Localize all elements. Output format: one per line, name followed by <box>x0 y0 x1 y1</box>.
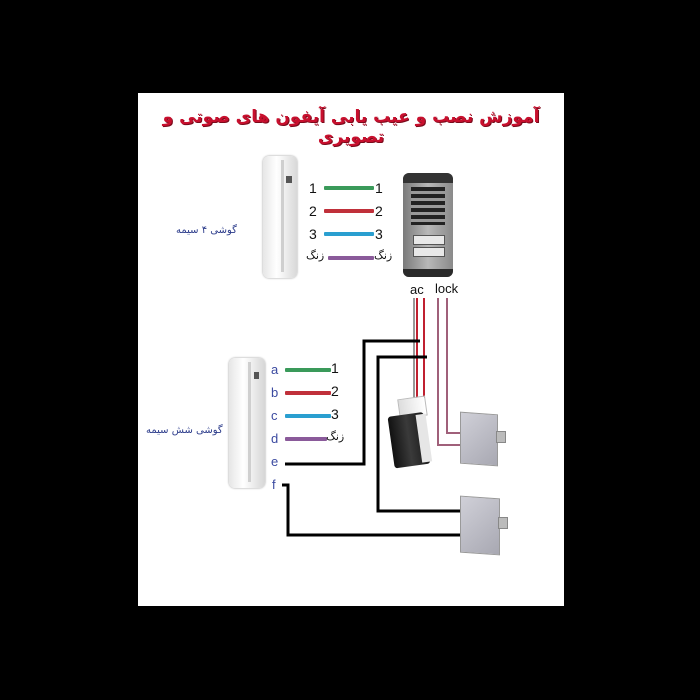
bottom-right-terminal-3: 3 <box>331 406 339 422</box>
lock-terminal-label: lock <box>435 281 459 296</box>
six-wire-handset <box>229 358 265 488</box>
top-right-terminal-ring: زنگ <box>374 249 393 262</box>
diagram-canvas: آموزش نصب و عیب یابی آیفون های صوتی و تص… <box>138 93 564 606</box>
ac-terminal-label: ac <box>410 282 424 297</box>
wire-ring-purple <box>328 256 374 260</box>
terminal-a: a <box>271 362 279 377</box>
wiring-lines <box>282 298 460 537</box>
wire-b-red <box>285 391 331 395</box>
top-left-terminal-1: 1 <box>309 180 317 196</box>
wire-3-blue <box>324 232 374 236</box>
terminal-c: c <box>271 408 278 423</box>
top-right-terminal-1: 1 <box>375 180 383 196</box>
four-wire-handset-label: گوشی ۴ سیمه <box>176 225 237 236</box>
wire-a-green <box>285 368 331 372</box>
terminal-f: f <box>272 477 276 492</box>
bottom-right-terminal-ring: زنگ <box>326 430 345 443</box>
door-panel <box>403 173 453 277</box>
wire-2-red <box>324 209 374 213</box>
four-wire-handset <box>263 156 297 278</box>
door-lock-2 <box>460 495 508 556</box>
wire-1-green <box>324 186 374 190</box>
top-left-terminal-3: 3 <box>309 226 317 242</box>
terminal-e: e <box>271 454 279 469</box>
diagram-title: آموزش نصب و عیب یابی آیفون های صوتی و تص… <box>162 107 540 147</box>
bottom-right-terminal-2: 2 <box>331 383 339 399</box>
door-lock-1 <box>460 411 506 467</box>
top-left-terminal-2: 2 <box>309 203 317 219</box>
top-right-terminal-3: 3 <box>375 226 383 242</box>
top-right-terminal-2: 2 <box>375 203 383 219</box>
top-left-terminal-ring: زنگ <box>306 249 325 262</box>
six-wire-handset-label: گوشی شش سیمه <box>146 425 223 436</box>
wire-d-purple <box>285 437 327 441</box>
terminal-b: b <box>271 385 279 400</box>
terminal-d: d <box>271 431 279 446</box>
wire-c-blue <box>285 414 331 418</box>
bottom-right-terminal-1: 1 <box>331 360 339 376</box>
